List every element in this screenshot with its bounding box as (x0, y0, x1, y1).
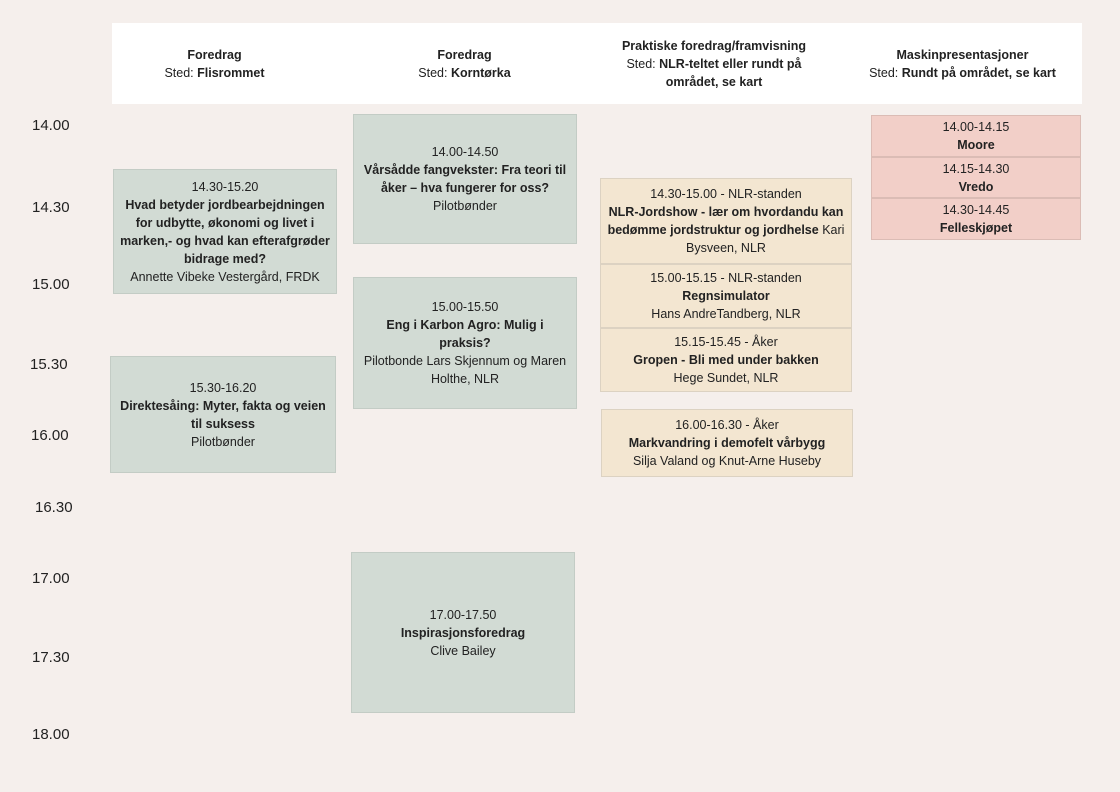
location-prefix: Sted: (626, 56, 660, 71)
location-name: NLR-teltet eller rundt på området, se ka… (659, 56, 802, 89)
event-card[interactable]: 14.30-15.20 Hvad betyder jordbearbejdnin… (113, 169, 337, 294)
event-time: 15.30-16.20 (189, 380, 257, 395)
column-header-machines: Maskinpresentasjoner Sted: Rundt på områ… (860, 23, 1065, 104)
time-label: 15.30 (30, 356, 68, 373)
event-card[interactable]: 15.00-15.15 - NLR-standen Regnsimulator … (600, 264, 852, 328)
location-name: Korntørka (450, 65, 511, 80)
event-title: Vredo (958, 179, 994, 194)
event-time: 14.15-14.30 (942, 161, 1010, 176)
schedule-header (112, 23, 1082, 104)
event-card[interactable]: 17.00-17.50 Inspirasjonsforedrag Clive B… (351, 552, 575, 713)
time-label: 14.30 (32, 199, 70, 216)
event-title: Inspirasjonsforedrag (400, 625, 526, 640)
time-label: 14.00 (32, 117, 70, 134)
event-card[interactable]: 15.30-16.20 Direktesåing: Myter, fakta o… (110, 356, 336, 473)
event-title: NLR-Jordshow - lær om hvordandu kan bedø… (607, 205, 844, 237)
column-location: Sted: NLR-teltet eller rundt på området,… (604, 55, 824, 91)
event-speaker: Kari Bysveen, NLR (686, 223, 845, 255)
event-card[interactable]: 15.15-15.45 - Åker Gropen - Bli med unde… (600, 328, 852, 392)
event-title: Markvandring i demofelt vårbygg (628, 436, 826, 450)
event-time: 16.00-16.30 - Åker (675, 418, 779, 432)
event-speaker: Hans AndreTandberg, NLR (651, 307, 801, 321)
location-prefix: Sted: (418, 65, 451, 80)
event-time: 14.00-14.50 (431, 145, 499, 159)
event-time: 14.30-14.45 (942, 203, 1010, 217)
time-label: 15.00 (32, 276, 70, 293)
event-title: Direktesåing: Myter, fakta og veien til … (120, 398, 326, 431)
event-card[interactable]: 15.00-15.50 Eng i Karbon Agro: Mulig i p… (353, 277, 577, 409)
event-title-line: NLR-Jordshow - lær om hvordandu kan bedø… (607, 203, 845, 257)
event-card[interactable]: 14.30-14.45 Felleskjøpet (871, 198, 1081, 240)
event-card[interactable]: 16.00-16.30 - Åker Markvandring i demofe… (601, 409, 853, 477)
event-time: 17.00-17.50 (429, 607, 497, 622)
event-speaker: Hege Sundet, NLR (673, 371, 779, 385)
event-title: Hvad betyder jordbearbejdningen for udby… (120, 197, 330, 266)
column-title: Foredrag (187, 47, 242, 62)
event-time: 14.00-14.15 (942, 120, 1010, 134)
location-name: Rundt på området, se kart (901, 65, 1056, 80)
event-title: Eng i Karbon Agro: Mulig i praksis? (386, 318, 544, 350)
time-label: 16.30 (35, 499, 73, 516)
event-time: 14.30-15.00 - NLR-standen (650, 187, 802, 201)
event-speaker: Pilotbonde Lars Skjennum og Maren Holthe… (363, 354, 567, 386)
event-title: Moore (957, 138, 995, 152)
event-time: 15.00-15.15 - NLR-standen (650, 271, 802, 285)
column-location: Sted: Korntørka (418, 64, 510, 82)
column-header-flisrommet: Foredrag Sted: Flisrommet (112, 23, 317, 104)
column-header-korntorka: Foredrag Sted: Korntørka (352, 23, 577, 104)
event-time: 14.30-15.20 (191, 179, 259, 194)
event-time: 15.00-15.50 (431, 300, 499, 314)
event-title: Vårsådde fangvekster: Fra teori til åker… (363, 163, 567, 195)
event-title: Felleskjøpet (939, 221, 1013, 235)
event-title: Gropen - Bli med under bakken (633, 353, 819, 367)
event-speaker: Pilotbønder (191, 434, 255, 449)
time-label: 17.30 (32, 649, 70, 666)
event-speaker: Annette Vibeke Vestergård, FRDK (130, 269, 320, 284)
event-speaker: Silja Valand og Knut-Arne Huseby (632, 454, 822, 468)
event-speaker: Pilotbønder (433, 199, 497, 213)
column-title: Praktiske foredrag/framvisning (621, 38, 807, 53)
location-name: Flisrommet (197, 65, 265, 80)
event-speaker: Clive Bailey (430, 643, 496, 658)
column-title: Maskinpresentasjoner (896, 47, 1029, 62)
location-prefix: Sted: (869, 65, 902, 80)
time-label: 17.00 (32, 570, 70, 587)
time-label: 18.00 (32, 726, 70, 743)
column-location: Sted: Flisrommet (164, 64, 264, 82)
event-time: 15.15-15.45 - Åker (674, 335, 778, 349)
event-title: Regnsimulator (682, 289, 770, 303)
time-label: 16.00 (31, 427, 69, 444)
column-title: Foredrag (437, 47, 492, 62)
event-card[interactable]: 14.00-14.15 Moore (871, 115, 1081, 157)
event-card[interactable]: 14.15-14.30 Vredo (871, 157, 1081, 198)
location-prefix: Sted: (164, 65, 198, 80)
event-card[interactable]: 14.00-14.50 Vårsådde fangvekster: Fra te… (353, 114, 577, 244)
column-header-practical: Praktiske foredrag/framvisning Sted: NLR… (604, 23, 824, 104)
column-location: Sted: Rundt på området, se kart (869, 64, 1056, 82)
event-card[interactable]: 14.30-15.00 - NLR-standen NLR-Jordshow -… (600, 178, 852, 264)
